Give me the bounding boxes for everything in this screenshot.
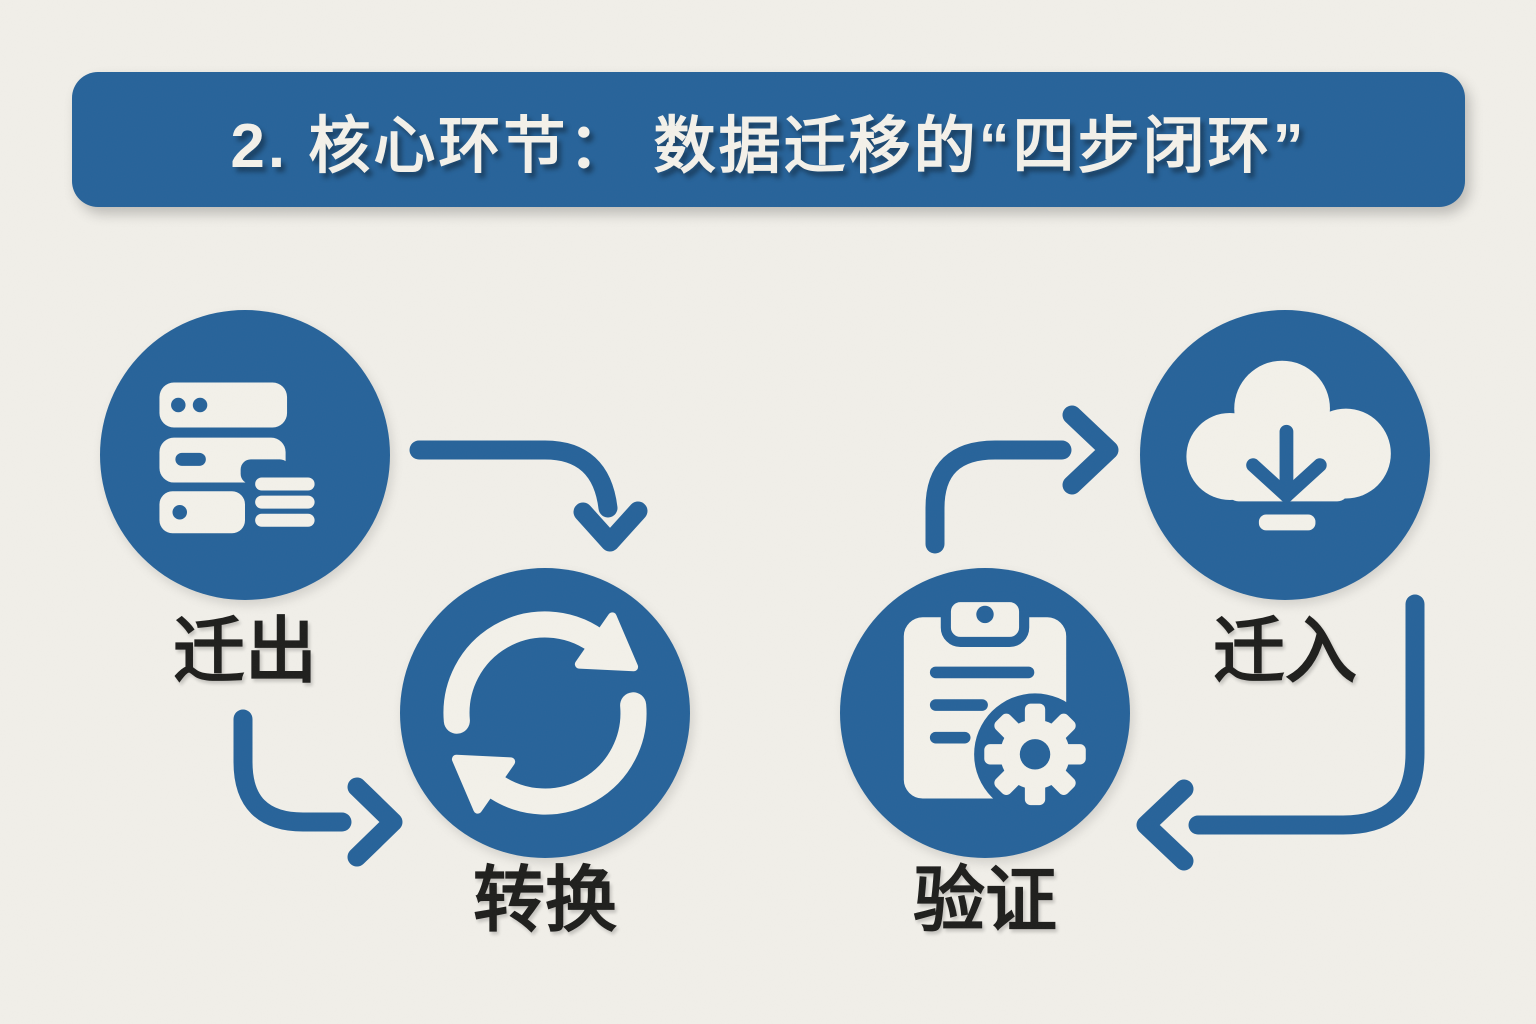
step-export-label: 迁出 [172, 612, 317, 692]
sync-arrows-icon [400, 568, 690, 858]
step-transform: 转换 [400, 568, 690, 941]
step-verify: 验证 [840, 568, 1130, 941]
step-verify-label: 验证 [912, 861, 1057, 941]
step-transform-label: 转换 [472, 861, 617, 941]
server-stack-icon [100, 310, 390, 600]
step-import: 迁入 [1140, 310, 1430, 692]
title-banner: 2. 核心环节： 数据迁移的“四步闭环” [72, 72, 1465, 207]
gear-icon [984, 703, 1086, 806]
page-title: 2. 核心环节： 数据迁移的“四步闭环” [230, 111, 1307, 181]
arrow-verify-to-import [925, 405, 1119, 554]
arrow-export-to-transform-top [409, 440, 648, 552]
arrow-export-to-transform-left [233, 709, 403, 867]
clipboard-gear-icon [840, 568, 1130, 858]
step-import-label: 迁入 [1212, 612, 1357, 692]
step-export: 迁出 [100, 310, 390, 692]
cloud-download-icon [1140, 310, 1430, 600]
